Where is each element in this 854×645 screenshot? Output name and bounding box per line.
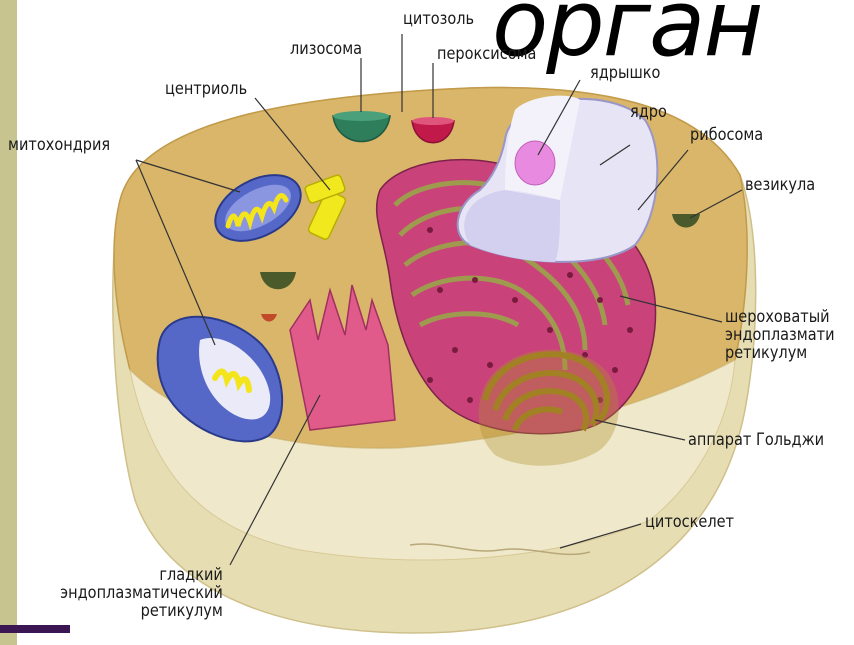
label-vesicle: везикула — [745, 176, 815, 194]
label-smooth-er: гладкий эндоплазматический ретикулум — [60, 566, 223, 620]
label-cytoskeleton: цитоскелет — [645, 513, 734, 531]
label-ribosome: рибосома — [690, 126, 763, 144]
label-centriole: центриоль — [165, 80, 247, 98]
label-mitochondria: митохондрия — [8, 136, 110, 154]
label-golgi: аппарат Гольджи — [688, 431, 824, 449]
lysosome-rim — [333, 111, 389, 121]
label-lysosome: лизосома — [290, 40, 362, 58]
label-cytosol: цитозоль — [403, 10, 474, 28]
label-rough-er: шероховатый эндоплазмати ретикулум — [725, 308, 835, 362]
peroxisome-rim — [412, 117, 454, 125]
nucleolus-organelle — [515, 141, 555, 185]
label-peroxisome: пероксисома — [437, 45, 536, 63]
label-nucleus: ядро — [630, 103, 667, 121]
label-nucleolus: ядрышко — [590, 64, 660, 82]
